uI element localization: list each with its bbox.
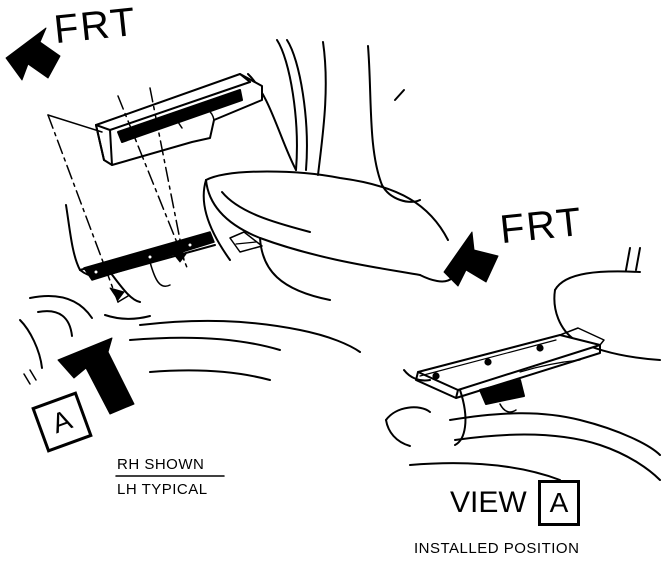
rh-shown-label: RH SHOWN bbox=[117, 456, 205, 473]
floor-panel bbox=[19, 204, 361, 381]
lh-typical-label: LH TYPICAL bbox=[117, 481, 208, 498]
view-a-floor bbox=[385, 369, 661, 481]
view-letter-box: A bbox=[538, 480, 580, 526]
alignment-lines bbox=[47, 87, 189, 303]
view-pointer-arrow-icon bbox=[57, 337, 135, 415]
view-letter: A bbox=[549, 487, 569, 518]
frt-arrow-icon bbox=[5, 27, 61, 81]
sill-plate-installed bbox=[83, 231, 215, 287]
seat-cushion bbox=[202, 170, 453, 301]
frt-label: FRT bbox=[51, 0, 140, 53]
alignment-frame bbox=[47, 114, 129, 303]
frt-view-label: FRT bbox=[497, 199, 586, 253]
frt-view-arrow-icon bbox=[443, 231, 499, 287]
arrow-motion-marks bbox=[23, 369, 37, 385]
installed-position-label: INSTALLED POSITION bbox=[414, 540, 580, 557]
alignment-arrowheads bbox=[109, 251, 187, 301]
sill-plate-detached bbox=[95, 73, 263, 166]
callout-letter: A bbox=[47, 403, 76, 440]
view-a-sill-plate bbox=[415, 327, 605, 413]
view-title: VIEW bbox=[450, 486, 527, 519]
